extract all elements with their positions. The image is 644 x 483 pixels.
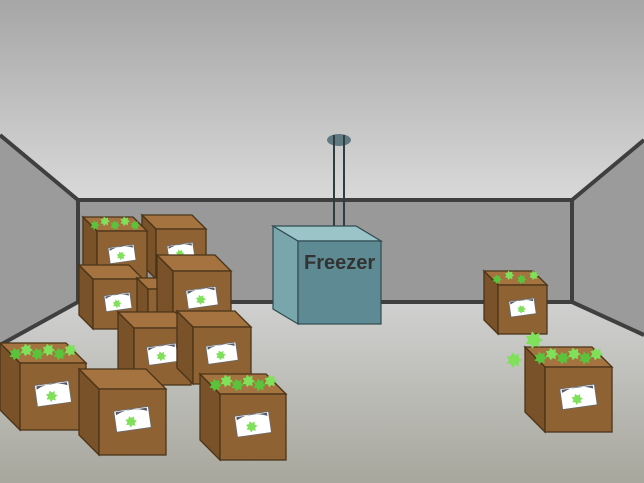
freezer-front bbox=[297, 240, 382, 325]
lettuce-crate-icon bbox=[146, 342, 179, 366]
lettuce-crate-icon bbox=[508, 297, 537, 318]
lettuce-pile-icon bbox=[534, 347, 604, 365]
lettuce-crate[interactable] bbox=[77, 367, 168, 457]
lettuce-leaf-icon[interactable] bbox=[525, 331, 543, 349]
loose-lettuce bbox=[506, 331, 543, 368]
right-wall bbox=[572, 140, 644, 335]
lettuce-crate-icon bbox=[205, 341, 239, 365]
ceiling bbox=[0, 0, 644, 200]
left-wall bbox=[0, 135, 78, 345]
lettuce-crate-icon bbox=[34, 380, 72, 408]
lettuce-crate[interactable] bbox=[175, 309, 253, 386]
lettuce-pile-icon bbox=[209, 374, 278, 392]
lettuce-pile-icon bbox=[90, 216, 140, 231]
lettuce-pile-icon bbox=[492, 270, 539, 285]
ceiling-hook-icon bbox=[327, 134, 351, 146]
lettuce-crate[interactable] bbox=[482, 269, 549, 336]
lettuce-crate-icon bbox=[234, 411, 272, 438]
lettuce-crates bbox=[0, 213, 614, 462]
lettuce-crate[interactable] bbox=[198, 372, 288, 462]
freezer-label: Freezer bbox=[304, 252, 375, 274]
lettuce-pile-icon bbox=[9, 343, 78, 361]
lettuce-leaf-icon[interactable] bbox=[506, 352, 522, 368]
freezer[interactable]: Freezer bbox=[270, 134, 384, 326]
lettuce-crate[interactable] bbox=[523, 345, 614, 434]
lettuce-crate-icon bbox=[113, 406, 152, 433]
lettuce-crate-icon bbox=[107, 243, 137, 265]
lettuce-crate-icon bbox=[559, 383, 598, 411]
lettuce-crate-icon bbox=[185, 285, 219, 310]
lettuce-crate-icon bbox=[103, 291, 133, 313]
lettuce-crate[interactable] bbox=[0, 342, 88, 432]
freezer-side bbox=[272, 224, 299, 326]
